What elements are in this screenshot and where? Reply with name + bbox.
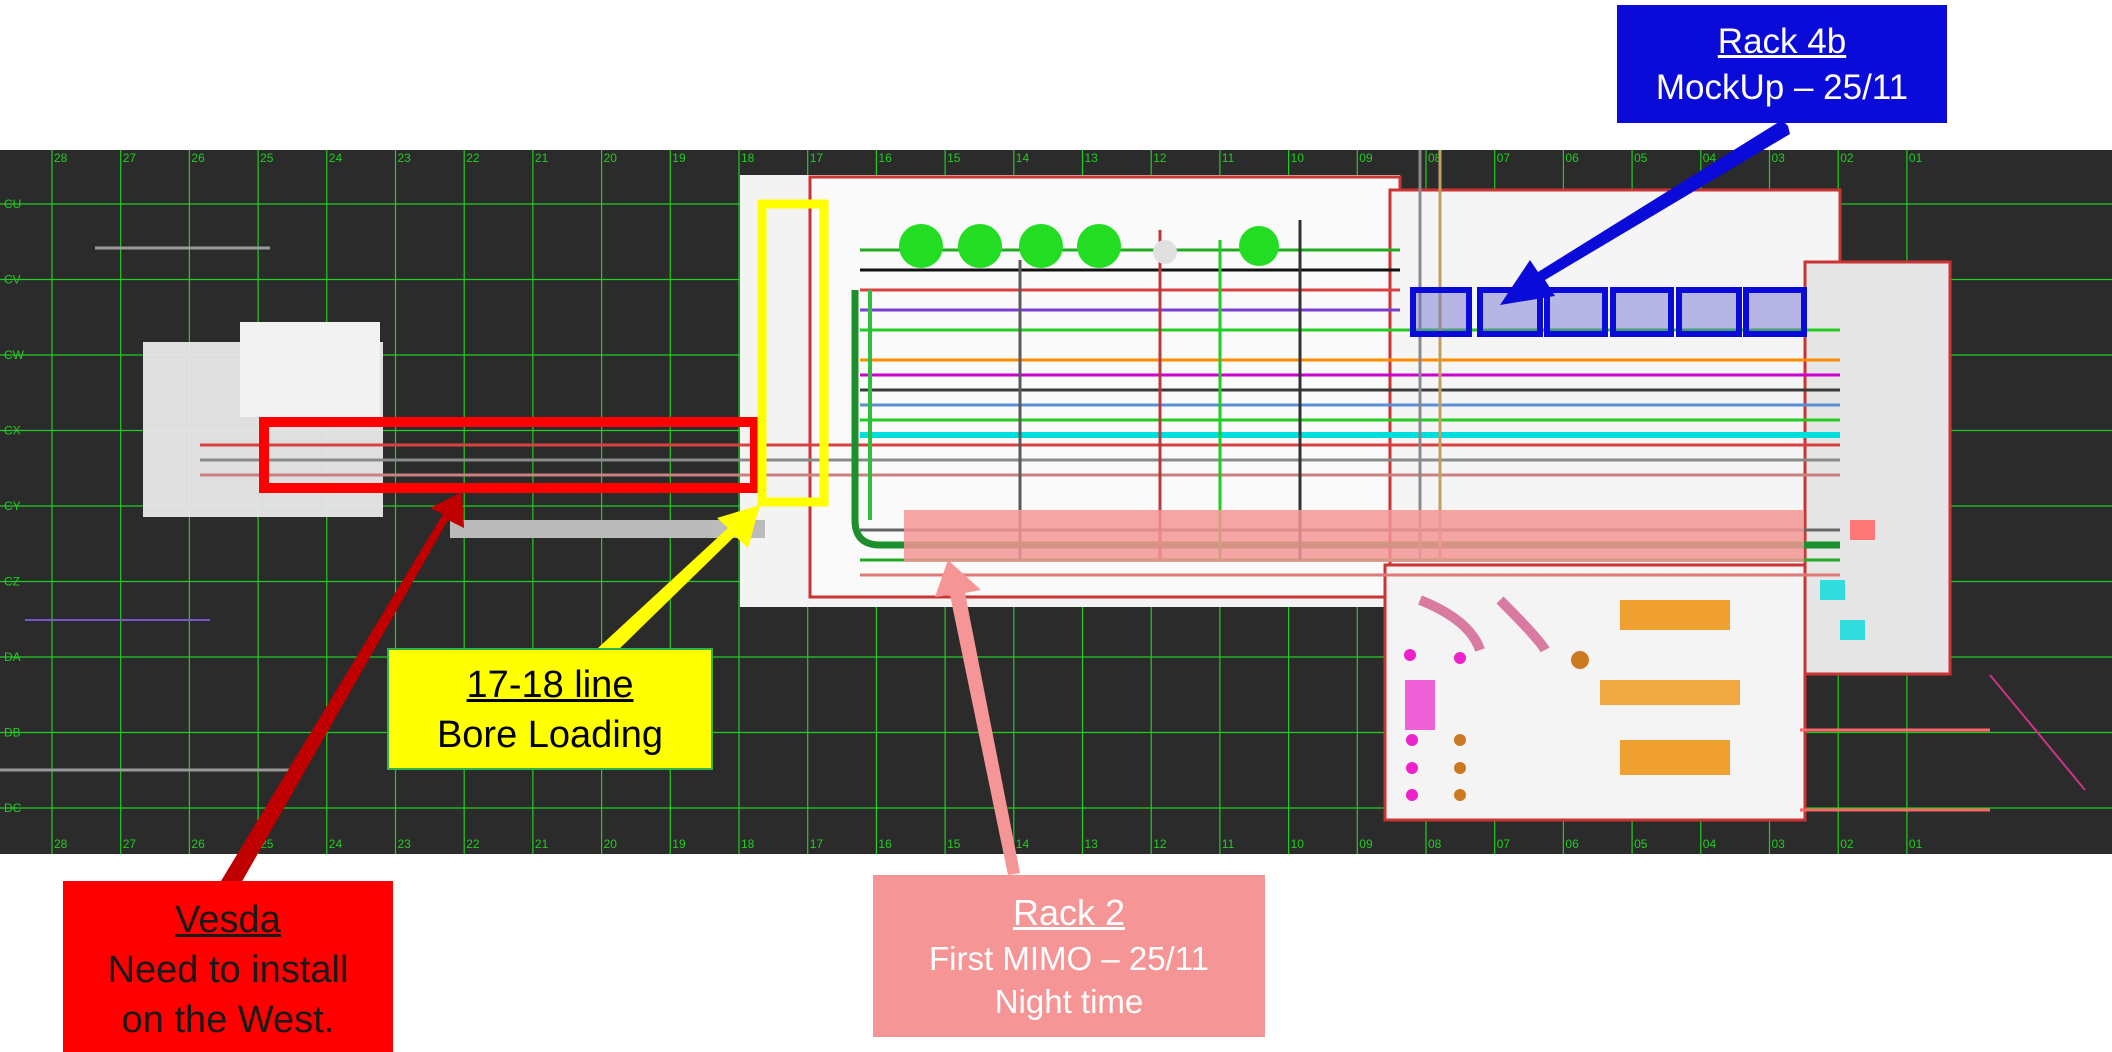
rack4b-highlight: [1410, 287, 1807, 337]
tanks: [899, 224, 1875, 801]
grid-column-label: 03: [1772, 151, 1786, 165]
grid-column-label: 14: [1016, 837, 1030, 851]
rack2-line1: First MIMO – 25/11: [929, 939, 1209, 977]
grid-column-label: 07: [1497, 837, 1511, 851]
rack2-arrow: [935, 560, 1020, 875]
grid-row-label: DA: [4, 650, 21, 664]
vesda-line2: on the West.: [121, 999, 335, 1042]
grid-column-label: 06: [1565, 151, 1579, 165]
grid-column-label: 17: [810, 151, 824, 165]
grid-column-label: 05: [1634, 837, 1648, 851]
grid-column-label: 18: [741, 151, 755, 165]
grid-labels: 2828272726262525242423232222212120201919…: [4, 151, 1923, 851]
grid-column-label: 25: [260, 151, 274, 165]
grid-row-label: CU: [4, 197, 21, 211]
grid-column-label: 09: [1359, 837, 1373, 851]
rack4b-title: Rack 4b: [1717, 22, 1847, 61]
grid-column-label: 14: [1016, 151, 1030, 165]
grid-column-label: 09: [1359, 151, 1373, 165]
grid-column-label: 11: [1222, 837, 1235, 851]
grid-row-label: CZ: [4, 575, 20, 589]
bore-loading-arrow: [598, 505, 760, 656]
grid-column-label: 23: [398, 837, 412, 851]
grid-column-label: 08: [1428, 837, 1442, 851]
grid-column-label: 07: [1497, 151, 1511, 165]
grid-row-label: CW: [4, 348, 25, 362]
grid-column-label: 05: [1634, 151, 1648, 165]
grid-column-label: 28: [54, 837, 68, 851]
grid-column-label: 01: [1909, 151, 1923, 165]
grid-column-label: 10: [1291, 151, 1305, 165]
grid-column-label: 02: [1840, 151, 1854, 165]
rack4b-callout: Rack 4b MockUp – 25/11: [1617, 5, 1947, 123]
bore-loading-highlight: [757, 199, 829, 507]
grid-row-label: CX: [4, 424, 21, 438]
vesda-arrow: [221, 492, 464, 885]
grid-column-label: 15: [947, 151, 961, 165]
grid-column-label: 21: [535, 151, 549, 165]
grid-row-label: DB: [4, 726, 21, 740]
vesda-title: Vesda: [175, 899, 281, 941]
grid-column-label: 26: [191, 151, 205, 165]
grid-column-label: 28: [54, 151, 68, 165]
grid-column-label: 21: [535, 837, 549, 851]
grid-row-label: DC: [4, 801, 22, 815]
grid-column-label: 19: [672, 837, 686, 851]
arrows: [221, 120, 1790, 885]
grid-column-label: 20: [604, 151, 618, 165]
grid-column-label: 16: [878, 837, 892, 851]
rack2-line2: Night time: [994, 983, 1144, 1021]
grid-column-label: 26: [191, 837, 205, 851]
grid-column-label: 17: [810, 837, 824, 851]
grid-column-label: 18: [741, 837, 755, 851]
grid-column-label: 22: [466, 837, 480, 851]
grid-column-label: 06: [1565, 837, 1579, 851]
grid-row-label: CY: [4, 499, 21, 513]
grid-column-label: 13: [1085, 837, 1099, 851]
grid-column-label: 19: [672, 151, 686, 165]
grid-column-label: 13: [1085, 151, 1099, 165]
grid-column-label: 16: [878, 151, 892, 165]
grid-column-label: 04: [1703, 151, 1717, 165]
grid-column-label: 03: [1772, 837, 1786, 851]
grid-column-label: 22: [466, 151, 480, 165]
grid-column-label: 27: [123, 151, 137, 165]
grid-column-label: 10: [1291, 837, 1305, 851]
grid-column-label: 23: [398, 151, 412, 165]
grid-column-label: 01: [1909, 837, 1923, 851]
grid-column-label: 27: [123, 837, 137, 851]
bore-loading-callout: 17-18 line Bore Loading: [387, 648, 713, 770]
grid-column-label: 24: [329, 151, 343, 165]
grid-column-label: 12: [1153, 837, 1167, 851]
grid-column-label: 02: [1840, 837, 1854, 851]
rack2-callout: Rack 2 First MIMO – 25/11 Night time: [873, 875, 1265, 1037]
vesda-callout: Vesda Need to install on the West.: [63, 881, 393, 1052]
grid-column-label: 04: [1703, 837, 1717, 851]
vesda-line1: Need to install: [107, 949, 349, 992]
vesda-highlight: [259, 417, 760, 493]
grid-column-label: 11: [1222, 151, 1235, 165]
bore-loading-title: 17-18 line: [466, 664, 634, 706]
grid-column-label: 24: [329, 837, 343, 851]
rack4b-line1: MockUp – 25/11: [1655, 68, 1909, 108]
grid-column-label: 20: [604, 837, 618, 851]
grid-column-label: 12: [1153, 151, 1167, 165]
grid-column-label: 08: [1428, 151, 1442, 165]
rack2-highlight: [904, 510, 1804, 562]
rack2-title: Rack 2: [1012, 892, 1126, 933]
grid-column-label: 15: [947, 837, 961, 851]
bore-loading-line1: Bore Loading: [436, 714, 664, 757]
grid-row-label: CV: [4, 273, 21, 287]
rack4b-arrow: [1500, 120, 1790, 305]
